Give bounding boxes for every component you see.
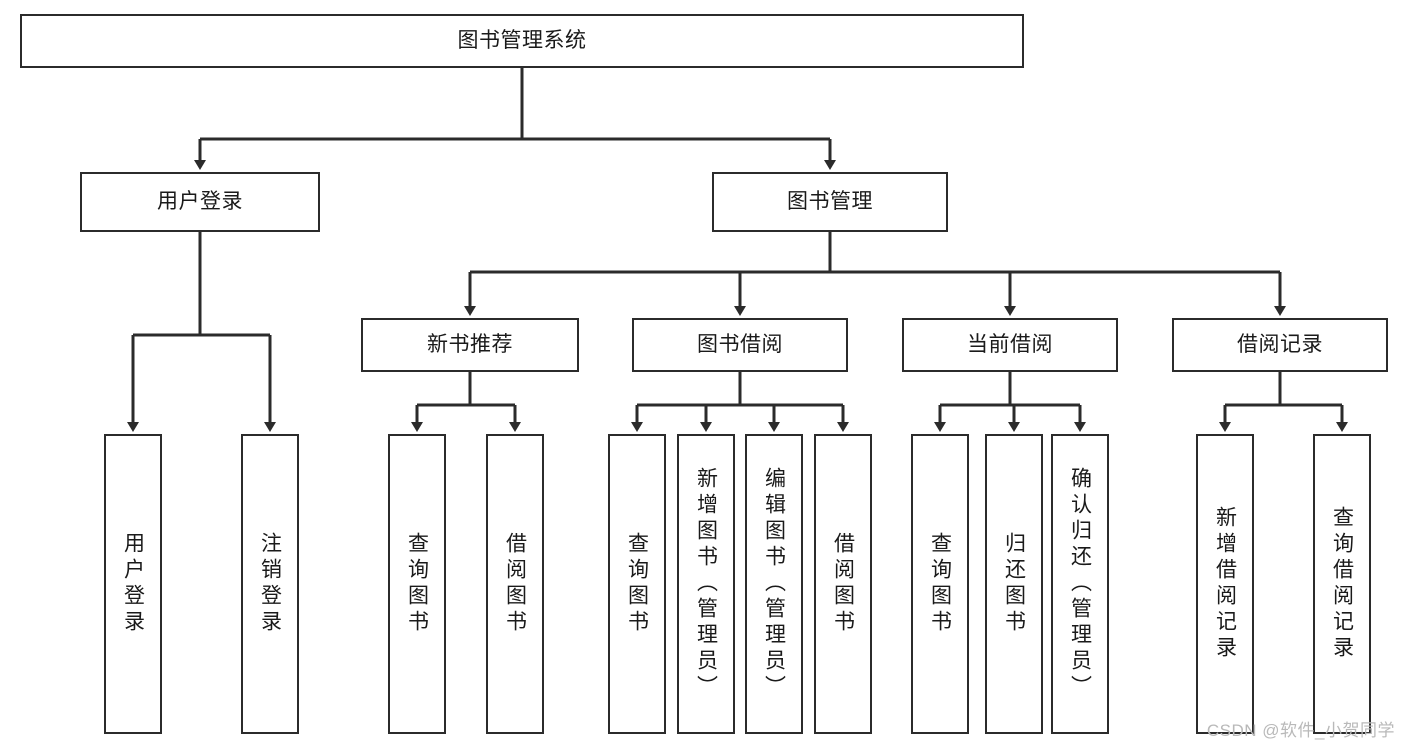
- node-leaf-query-book-2-label: 查询图书: [625, 532, 649, 636]
- node-leaf-borrow-book-2-label: 借阅图书: [831, 532, 855, 636]
- node-leaf-query-book-1[interactable]: 查询图书: [388, 434, 446, 734]
- node-leaf-logout-login-label: 注销登录: [258, 532, 282, 636]
- node-borrow-record[interactable]: 借阅记录: [1172, 318, 1388, 372]
- node-leaf-add-borrow-record-label: 新增借阅记录: [1213, 506, 1237, 662]
- node-leaf-add-borrow-record[interactable]: 新增借阅记录: [1196, 434, 1254, 734]
- node-leaf-query-borrow-record[interactable]: 查询借阅记录: [1313, 434, 1371, 734]
- node-leaf-return-book-label: 归还图书: [1002, 532, 1026, 636]
- node-book-manage-label: 图书管理: [787, 190, 873, 214]
- node-leaf-query-book-2[interactable]: 查询图书: [608, 434, 666, 734]
- node-user-login-label: 用户登录: [157, 190, 243, 214]
- node-leaf-edit-book[interactable]: 编辑图书（管理员）: [745, 434, 803, 734]
- node-leaf-add-book-label: 新增图书（管理员）: [694, 467, 718, 701]
- node-leaf-borrow-book-1[interactable]: 借阅图书: [486, 434, 544, 734]
- node-book-borrow-label: 图书借阅: [697, 333, 783, 357]
- node-borrow-record-label: 借阅记录: [1237, 333, 1323, 357]
- node-leaf-logout-login[interactable]: 注销登录: [241, 434, 299, 734]
- node-book-manage[interactable]: 图书管理: [712, 172, 948, 232]
- node-leaf-borrow-book-1-label: 借阅图书: [503, 532, 527, 636]
- node-leaf-query-book-3[interactable]: 查询图书: [911, 434, 969, 734]
- node-leaf-add-book[interactable]: 新增图书（管理员）: [677, 434, 735, 734]
- node-leaf-query-book-1-label: 查询图书: [405, 532, 429, 636]
- node-book-borrow[interactable]: 图书借阅: [632, 318, 848, 372]
- node-leaf-return-book[interactable]: 归还图书: [985, 434, 1043, 734]
- node-leaf-confirm-return-label: 确认归还（管理员）: [1068, 467, 1092, 701]
- node-root[interactable]: 图书管理系统: [20, 14, 1024, 68]
- node-leaf-borrow-book-2[interactable]: 借阅图书: [814, 434, 872, 734]
- node-user-login[interactable]: 用户登录: [80, 172, 320, 232]
- node-current-borrow[interactable]: 当前借阅: [902, 318, 1118, 372]
- node-leaf-edit-book-label: 编辑图书（管理员）: [762, 467, 786, 701]
- node-leaf-query-book-3-label: 查询图书: [928, 532, 952, 636]
- node-new-book-recommend[interactable]: 新书推荐: [361, 318, 579, 372]
- node-new-book-recommend-label: 新书推荐: [427, 333, 513, 357]
- node-leaf-query-borrow-record-label: 查询借阅记录: [1330, 506, 1354, 662]
- node-leaf-confirm-return[interactable]: 确认归还（管理员）: [1051, 434, 1109, 734]
- node-leaf-user-login[interactable]: 用户登录: [104, 434, 162, 734]
- node-current-borrow-label: 当前借阅: [967, 333, 1053, 357]
- node-root-label: 图书管理系统: [457, 29, 587, 53]
- node-leaf-user-login-label: 用户登录: [121, 532, 145, 636]
